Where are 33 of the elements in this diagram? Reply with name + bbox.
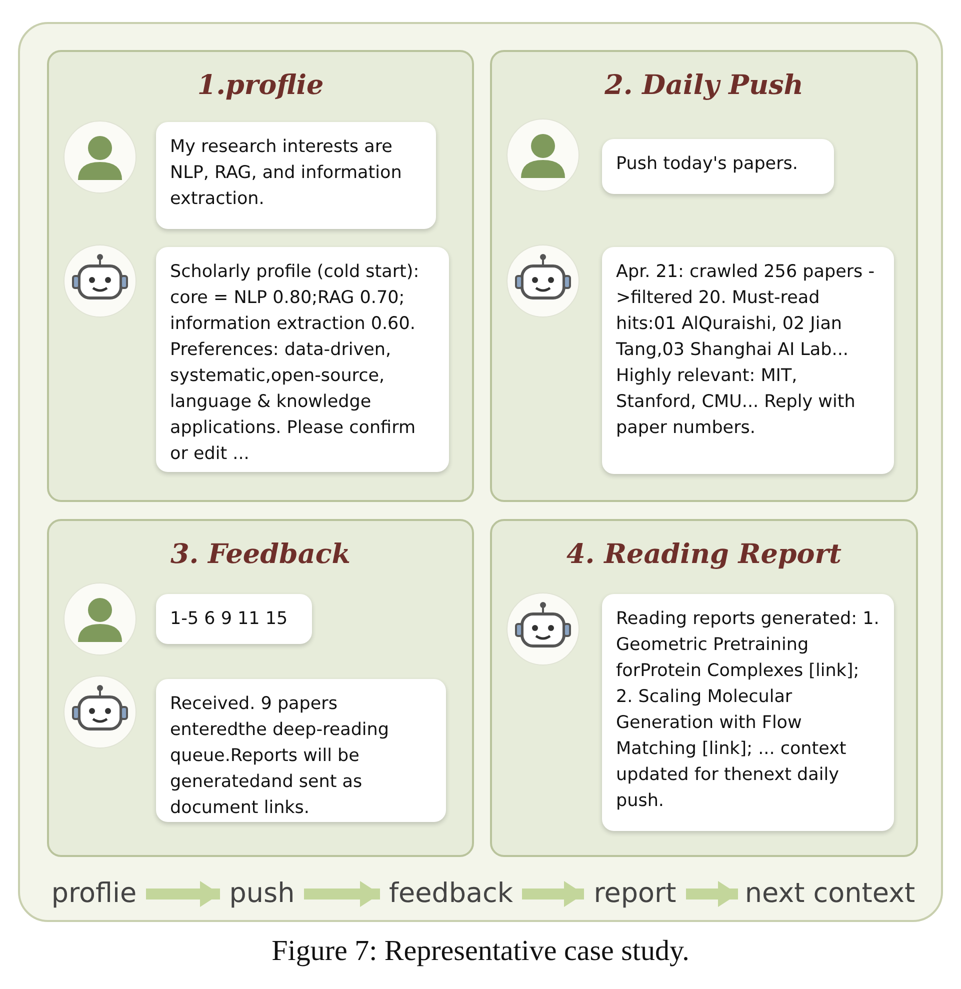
- flow-step-label: push: [224, 877, 300, 911]
- flow-step-label: feedback: [384, 877, 518, 911]
- message-text: Scholarly profile (cold start): core = NLP 0.80;RAG 0.70; information extraction 0.60. Preferences: data-driven, systematic,open-source, language & knowledge applications. Please confirm or edit ...: [170, 261, 420, 466]
- flow-step-label: next context: [742, 877, 918, 911]
- arrow: [304, 881, 380, 907]
- chat-bubble: [156, 247, 449, 472]
- panel-card: [47, 519, 474, 857]
- frame-background: [18, 22, 943, 922]
- chat-bubble: [602, 594, 894, 831]
- panel-title: 4. Reading Report: [566, 539, 842, 570]
- arrow: [146, 881, 220, 907]
- arrow: [522, 881, 584, 907]
- panel-card: [490, 50, 918, 502]
- panel-title: 3. Feedback: [169, 539, 352, 570]
- message-text: 1-5 6 9 11 15: [170, 608, 289, 631]
- panel-title: 2. Daily Push: [604, 70, 804, 101]
- figure-caption: Figure 7: Representative case study.: [270, 935, 690, 968]
- panel-card: [47, 50, 474, 502]
- message-text: Reading reports generated: 1. Geometric Pretraining forProtein Complexes [link]; 2. Scaling Molecular Generation with Flow Matching [link]; ... context updated for thenext daily push.: [616, 608, 880, 813]
- message-text: Push today's papers.: [616, 153, 799, 176]
- flow-step-label: report: [588, 877, 682, 911]
- panel-title: 1.proflie: [196, 70, 325, 101]
- chat-bubble: [602, 247, 894, 474]
- panel-card: [490, 519, 918, 857]
- message-text: Received. 9 papers enteredthe deep-reading queue.Reports will be generatedand sent as document links.: [170, 693, 390, 820]
- message-text: My research interests are NLP, RAG, and information extraction.: [170, 136, 403, 211]
- chat-bubble: [156, 594, 312, 644]
- chat-bubble: [156, 679, 446, 822]
- arrow: [686, 881, 738, 907]
- message-text: Apr. 21: crawled 256 papers ->filtered 20. Must-read hits:01 AlQuraishi, 02 Jian Tang,03 Shanghai AI Lab... Highly relevant: MIT, Stanford, CMU... Reply with paper numbers.: [616, 261, 876, 440]
- chat-bubble: [602, 139, 834, 194]
- chat-bubble: [156, 122, 436, 229]
- flow-step-label: proflie: [46, 877, 142, 911]
